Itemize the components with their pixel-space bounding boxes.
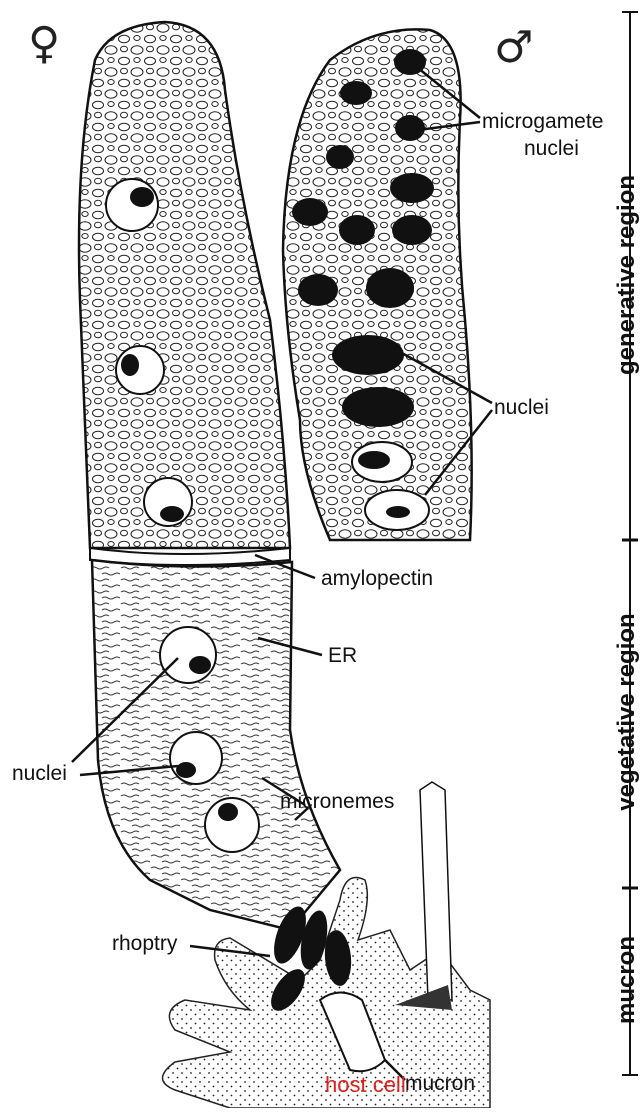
region-scale: generative region vegetative region mucr… [613,12,640,1075]
label-nuclei-female: nuclei [12,762,67,785]
female-vegetative-nucleus [160,627,216,683]
female-generative-nucleus [116,346,164,394]
female-generative-nucleus [106,179,158,231]
label-er: ER [328,644,357,667]
male-symbol: ♂ [494,22,533,73]
female-symbol: ♀ [28,18,60,69]
label-nuclei-male: nuclei [494,396,549,419]
label-microgamete: microgamete [482,110,603,133]
male-gamont [283,29,472,540]
label-mucron-region: mucron [613,936,640,1024]
label-rhoptry: rhoptry [112,932,178,955]
female-vegetative-nucleus [205,798,259,852]
label-host-cell: host cell [325,1072,406,1097]
female-generative-nucleus [144,478,192,526]
label-microgamete-nuclei: nuclei [524,137,579,160]
label-generative-region: generative region [613,175,640,375]
label-micronemes: micronemes [280,790,394,813]
label-amylopectin: amylopectin [321,567,433,590]
female-generative-body [79,22,290,548]
female-vegetative-nucleus [170,732,222,784]
label-vegetative-region: vegetative region [613,613,640,810]
label-mucron: mucron [405,1072,475,1095]
